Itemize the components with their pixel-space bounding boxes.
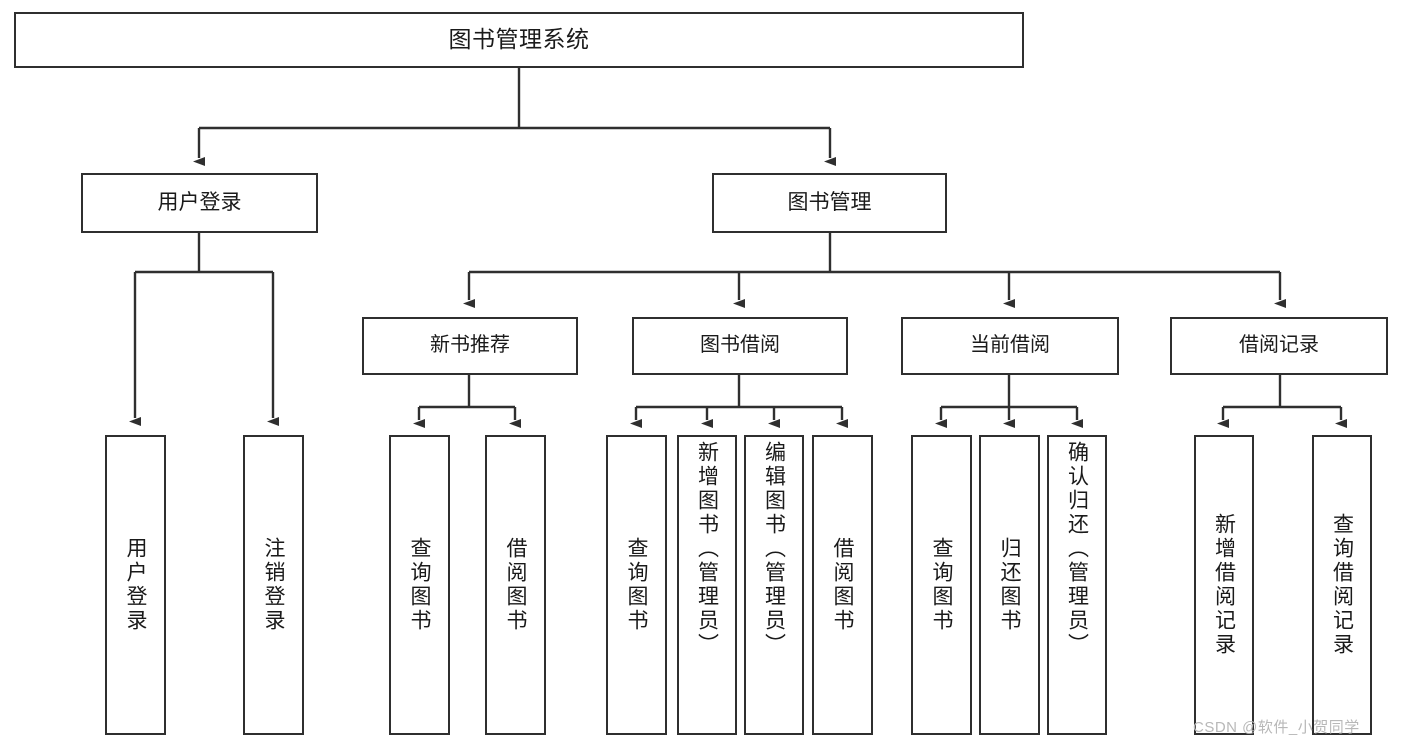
leaf-recommend-borrow-book[interactable]: 借阅图书	[485, 435, 546, 735]
leaf-user-login-login[interactable]: 用户登录	[105, 435, 166, 735]
node-label: 确认归还（管理员）	[1065, 441, 1089, 657]
leaf-current-confirm-return-admin[interactable]: 确认归还（管理员）	[1047, 435, 1107, 735]
leaf-user-login-logout[interactable]: 注销登录	[243, 435, 304, 735]
leaf-current-query-book[interactable]: 查询图书	[911, 435, 972, 735]
node-borrow-record[interactable]: 借阅记录	[1170, 317, 1388, 375]
leaf-current-return-book[interactable]: 归还图书	[979, 435, 1040, 735]
leaf-borrow-add-book-admin[interactable]: 新增图书（管理员）	[677, 435, 737, 735]
node-book-borrow[interactable]: 图书借阅	[632, 317, 848, 375]
node-label: 新增借阅记录	[1212, 513, 1236, 657]
leaf-borrow-query-book[interactable]: 查询图书	[606, 435, 667, 735]
node-label: 查询图书	[625, 537, 648, 633]
node-label: 用户登录	[157, 190, 242, 214]
node-label: 注销登录	[262, 537, 285, 633]
csdn-watermark: CSDN @软件_小贺同学	[1193, 719, 1360, 736]
node-label: 当前借阅	[970, 334, 1050, 357]
node-label: 编辑图书（管理员）	[762, 441, 786, 657]
node-label: 图书借阅	[700, 334, 780, 357]
leaf-record-add-record[interactable]: 新增借阅记录	[1194, 435, 1254, 735]
node-current-borrow[interactable]: 当前借阅	[901, 317, 1119, 375]
node-label: 图书管理	[787, 190, 872, 214]
node-new-book-recommend[interactable]: 新书推荐	[362, 317, 578, 375]
node-root-system[interactable]: 图书管理系统	[14, 12, 1024, 68]
node-user-login[interactable]: 用户登录	[81, 173, 318, 233]
node-label: 借阅记录	[1239, 334, 1319, 357]
leaf-borrow-borrow-book[interactable]: 借阅图书	[812, 435, 873, 735]
node-book-management[interactable]: 图书管理	[712, 173, 947, 233]
leaf-borrow-edit-book-admin[interactable]: 编辑图书（管理员）	[744, 435, 804, 735]
node-label: 用户登录	[124, 537, 147, 633]
leaf-record-query-record[interactable]: 查询借阅记录	[1312, 435, 1372, 735]
node-label: 图书管理系统	[448, 26, 590, 53]
node-label: 查询借阅记录	[1330, 513, 1354, 657]
node-label: 归还图书	[998, 537, 1021, 633]
node-label: 查询图书	[408, 537, 431, 633]
node-label: 新书推荐	[430, 334, 510, 357]
leaf-recommend-query-book[interactable]: 查询图书	[389, 435, 450, 735]
node-label: 查询图书	[930, 537, 953, 633]
node-label: 借阅图书	[504, 537, 527, 633]
node-label: 借阅图书	[831, 537, 854, 633]
node-label: 新增图书（管理员）	[695, 441, 719, 657]
